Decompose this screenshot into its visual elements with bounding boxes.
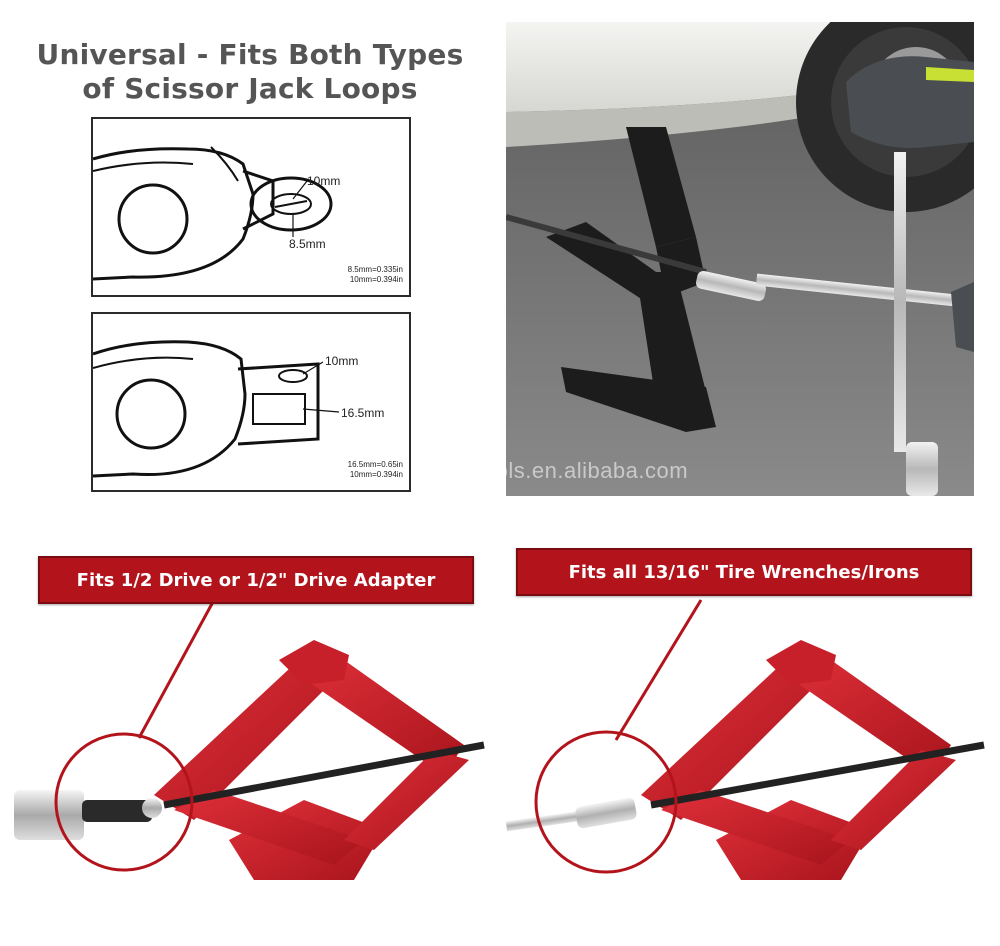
- watermark-text: datongtools.en.alibaba.com: [506, 458, 689, 483]
- heading-line-2: of Scissor Jack Loops: [82, 72, 418, 105]
- jack-in-use-photo: datongtools.en.alibaba.com: [506, 22, 974, 496]
- heading-line-1: Universal - Fits Both Types: [36, 38, 464, 71]
- slot-loop-diagram: 10mm 16.5mm 16.5mm=0.65in 10mm=0.394in: [91, 312, 411, 492]
- loop-diagram-panel: Universal - Fits Both Types of Scissor J…: [0, 0, 500, 510]
- conversion-line-1: 16.5mm=0.65in: [347, 460, 403, 469]
- drive-adapter-illustration: [14, 599, 485, 880]
- slot-label: 16.5mm: [341, 406, 385, 420]
- panel-heading: Universal - Fits Both Types of Scissor J…: [30, 38, 470, 106]
- slot-loop-drawing: [93, 340, 340, 478]
- small-hole-label: 10mm: [307, 174, 341, 188]
- tire-wrench-illustration: [506, 599, 985, 880]
- eye-loop-drawing: [93, 146, 333, 281]
- conversion-text: 8.5mm=0.335in 10mm=0.394in: [348, 265, 403, 285]
- tire-wrench-photo: Fits all 13/16" Tire Wrenches/Irons: [506, 520, 986, 930]
- width-label: 8.5mm: [289, 237, 326, 251]
- tire-wrench-banner: Fits all 13/16" Tire Wrenches/Irons: [516, 548, 972, 596]
- jack-in-use-illustration: [506, 22, 974, 496]
- conversion-text: 16.5mm=0.65in 10mm=0.394in: [348, 460, 403, 480]
- eye-loop-diagram: 10mm 8.5mm 8.5mm=0.335in 10mm=0.394in: [91, 117, 411, 297]
- conversion-line-1: 8.5mm=0.335in: [347, 265, 403, 274]
- drive-adapter-photo: Fits 1/2 Drive or 1/2" Drive Adapter: [14, 520, 490, 930]
- conversion-line-2: 10mm=0.394in: [349, 275, 403, 284]
- conversion-line-2: 10mm=0.394in: [349, 470, 403, 479]
- small-hole-label: 10mm: [325, 354, 359, 368]
- drive-adapter-banner: Fits 1/2 Drive or 1/2" Drive Adapter: [38, 556, 474, 604]
